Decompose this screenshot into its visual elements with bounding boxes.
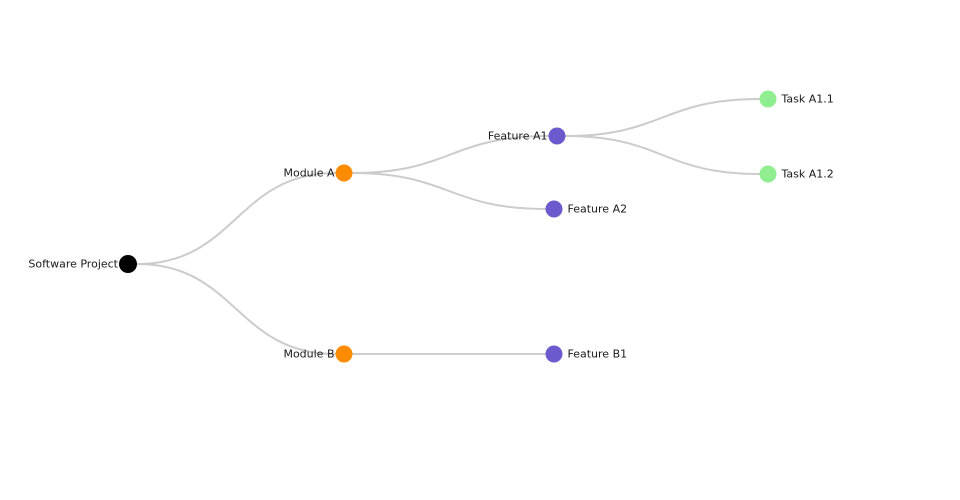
graph-node-label-task-a11: Task A1.1 <box>781 92 834 106</box>
graph-node-label-feature-b1: Feature B1 <box>567 347 628 361</box>
graph-node-module-a[interactable] <box>335 164 353 182</box>
graph-edge-feature-a1-to-task-a11 <box>564 98 761 137</box>
graph-node-label-software-project: Software Project <box>28 257 118 271</box>
graph-edge-feature-a1-to-task-a12 <box>564 135 761 175</box>
graph-node-task-a11[interactable] <box>759 90 777 108</box>
graph-node-task-a12[interactable] <box>759 165 777 183</box>
graph-node-label-module-b: Module B <box>283 347 335 361</box>
graph-node-module-b[interactable] <box>335 345 353 363</box>
graph-node-feature-b1[interactable] <box>545 345 563 363</box>
graph-edge-software-project-to-module-a <box>136 172 337 265</box>
graph-node-feature-a2[interactable] <box>545 200 563 218</box>
graph-edge-module-a-to-feature-a1 <box>351 135 550 174</box>
graph-edge-software-project-to-module-b <box>136 263 337 355</box>
graph-node-label-feature-a1: Feature A1 <box>487 129 548 143</box>
graph-node-label-feature-a2: Feature A2 <box>567 202 628 216</box>
graph-node-label-task-a12: Task A1.2 <box>781 167 834 181</box>
graph-edge-module-a-to-feature-a2 <box>351 172 547 210</box>
graph-node-feature-a1[interactable] <box>548 127 566 145</box>
graph-node-label-module-a: Module A <box>283 166 335 180</box>
graph-node-software-project[interactable] <box>119 255 137 273</box>
